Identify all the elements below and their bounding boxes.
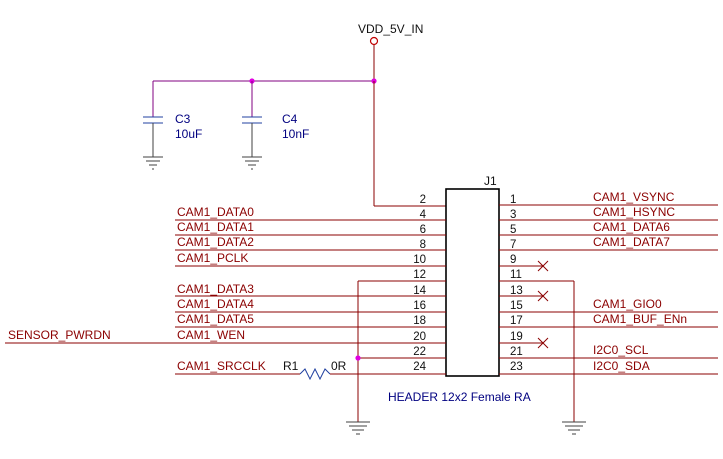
net-label: CAM1_BUF_ENn	[593, 312, 687, 326]
no-connect-icon	[537, 260, 549, 272]
net-label: CAM1_PCLK	[177, 251, 248, 265]
pin-number: 22	[413, 346, 426, 358]
pin-number: 9	[510, 254, 516, 266]
pin-number: 11	[510, 269, 522, 281]
capacitor-c4: C4 10nF	[242, 81, 309, 170]
resistor-icon	[299, 367, 331, 381]
pin-number: 24	[413, 361, 426, 373]
c4-value: 10nF	[282, 127, 309, 141]
pin-number: 10	[413, 254, 426, 266]
ground-icon	[346, 421, 370, 435]
net-label: CAM1_WEN	[177, 328, 245, 342]
net-label: CAM1_DATA3	[177, 282, 254, 296]
junction-dot	[355, 355, 361, 361]
net-label: CAM1_DATA6	[593, 220, 670, 234]
ground-icon	[562, 421, 586, 435]
net-label: CAM1_DATA5	[177, 312, 254, 326]
capacitor-c3: C3 10uF	[143, 81, 202, 170]
pin-number: 4	[420, 209, 427, 221]
net-label: CAM1_DATA2	[177, 235, 254, 249]
no-connect-icon	[537, 337, 549, 349]
power-label: VDD_5V_IN	[358, 22, 423, 36]
net-label: I2C0_SDA	[593, 359, 650, 373]
pin-number: 19	[510, 331, 523, 343]
pin-number: 6	[420, 224, 426, 236]
header-ref: J1	[484, 174, 497, 188]
header-j1: J1 HEADER 12x2 Female RA	[388, 174, 531, 404]
c3-value: 10uF	[175, 127, 202, 141]
net-label: CAM1_GIO0	[593, 297, 662, 311]
pin-number: 13	[510, 285, 523, 297]
pin-number: 2	[420, 194, 426, 206]
power-section: VDD_5V_IN C3 10uF	[143, 22, 446, 207]
ground-icon	[242, 156, 262, 170]
resistor-value: 0R	[331, 359, 347, 373]
pin-number: 1	[510, 194, 516, 206]
net-label: CAM1_DATA0	[177, 205, 254, 219]
net-label: CAM1_DATA7	[593, 235, 670, 249]
pin-number: 23	[510, 361, 523, 373]
right-pins: 1 3 5 7 9 11 13 15 17 19 21 23	[499, 190, 718, 435]
ground-icon	[143, 156, 163, 170]
sensor-net-label: SENSOR_PWRDN	[8, 328, 111, 342]
pin-number: 21	[510, 346, 523, 358]
c3-ref: C3	[175, 112, 191, 126]
pin-number: 18	[413, 315, 426, 327]
net-label: CAM1_DATA4	[177, 297, 254, 311]
pin-number: 3	[510, 209, 516, 221]
header-description: HEADER 12x2 Female RA	[388, 390, 531, 404]
net-label: I2C0_SCL	[593, 343, 649, 357]
pin-number: 20	[413, 331, 426, 343]
net-label: CAM1_DATA1	[177, 220, 254, 234]
pin-number: 16	[413, 300, 426, 312]
header-body	[445, 188, 500, 377]
net-label: CAM1_VSYNC	[593, 190, 675, 204]
net-label: CAM1_HSYNC	[593, 205, 675, 219]
no-connect-icon	[537, 290, 549, 302]
pin-number: 5	[510, 224, 516, 236]
pin-number: 15	[510, 300, 523, 312]
pin-number: 8	[420, 239, 426, 251]
power-port-icon	[369, 36, 379, 46]
pin-number: 7	[510, 239, 516, 251]
net-label: CAM1_SRCCLK	[177, 359, 266, 373]
pin-number: 12	[413, 269, 426, 281]
c4-ref: C4	[282, 112, 298, 126]
pin-number: 14	[413, 285, 426, 297]
resistor-ref: R1	[283, 359, 299, 373]
pin-number: 17	[510, 315, 523, 327]
left-pins: 2 4 6 8 10 12 14 16 18 20 22 24 CAM1_DAT…	[5, 194, 446, 435]
